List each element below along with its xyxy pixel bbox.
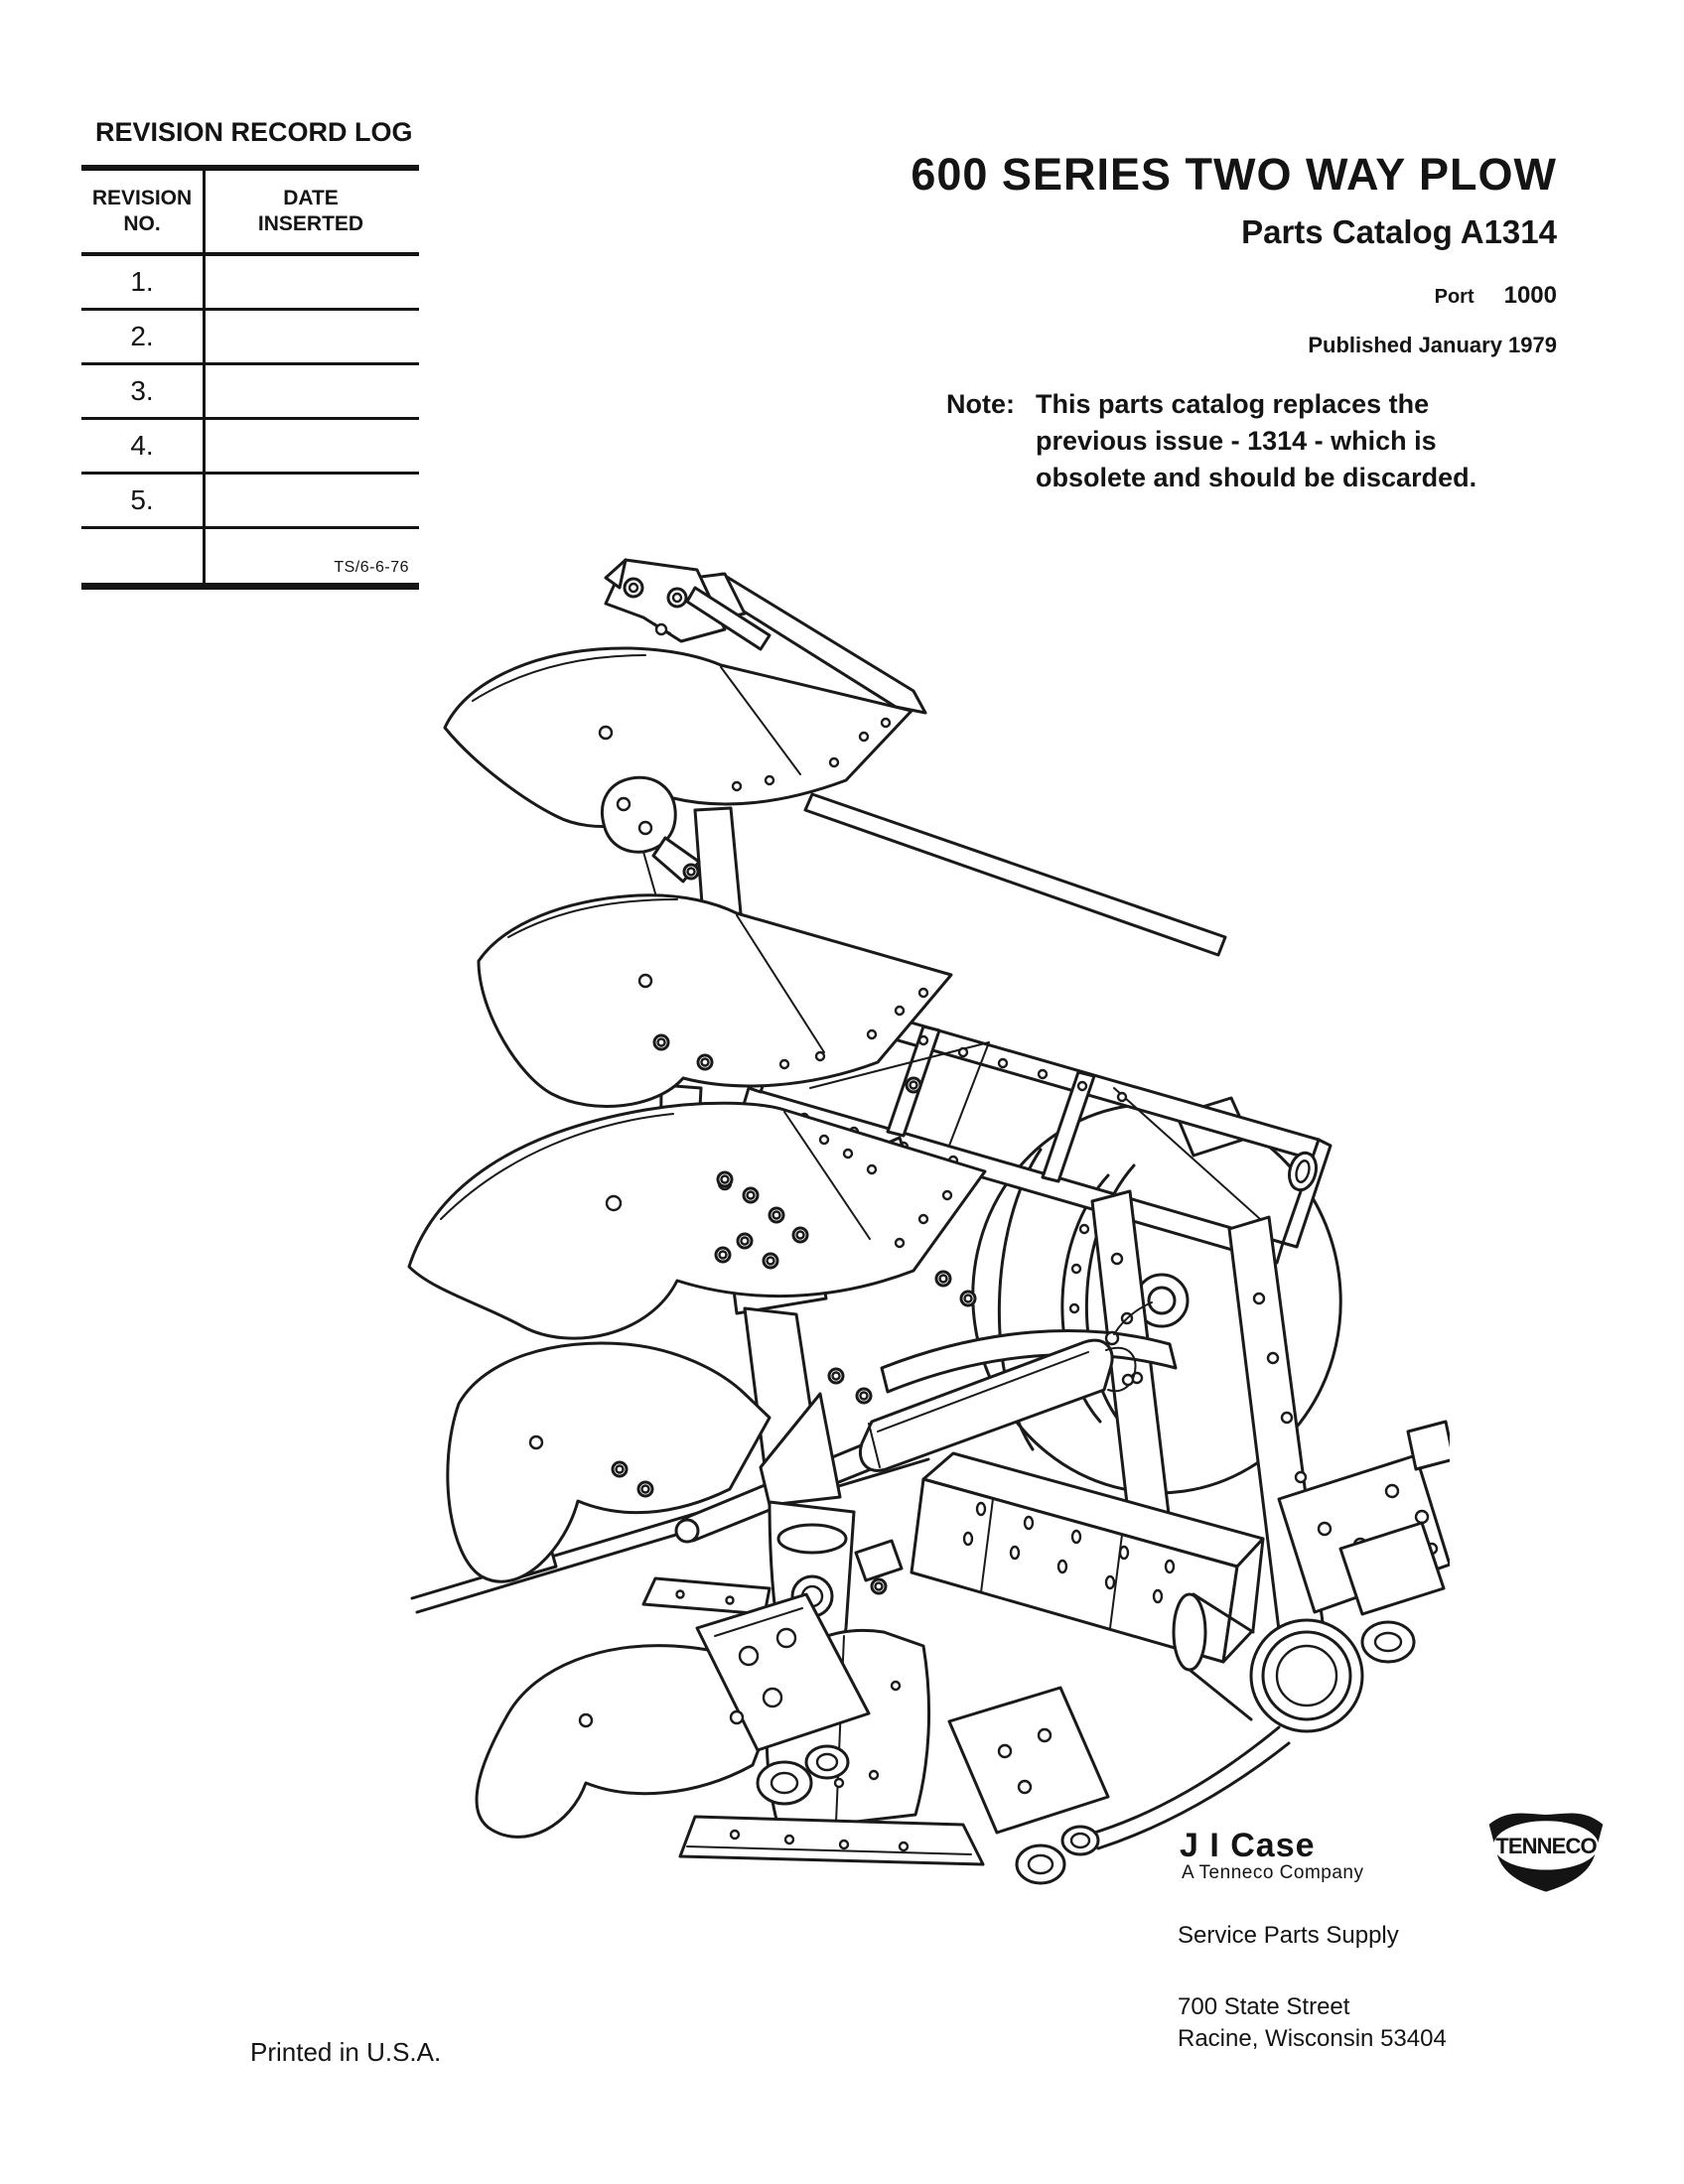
revision-number: 4. — [130, 430, 154, 461]
page-title: 600 SERIES TWO WAY PLOW — [911, 149, 1557, 200]
table-row: TS/6-6-76 — [81, 529, 419, 583]
empty-cell — [81, 529, 203, 583]
revision-log-title: REVISION RECORD LOG — [95, 117, 413, 147]
table-row: 3. — [81, 365, 419, 420]
table-row: 1. — [81, 256, 419, 311]
revision-number: 5. — [130, 484, 154, 515]
note-label: Note: — [946, 389, 1015, 419]
revision-number: 3. — [130, 375, 154, 406]
date-inserted-header: DATE INSERTED — [257, 187, 364, 235]
revision-number: 1. — [130, 266, 154, 297]
table-row: 4. — [81, 420, 419, 475]
tenneco-logo: TENNECO — [1488, 1813, 1604, 1892]
address-city: Racine, Wisconsin 53404 — [1178, 2025, 1447, 2052]
printed-in-usa: Printed in U.S.A. — [250, 2037, 442, 2067]
table-header-row: REVISION NO. DATE INSERTED — [81, 171, 419, 256]
table-row: 2. — [81, 311, 419, 365]
table-column-divider — [203, 171, 206, 583]
date-cell-empty — [203, 475, 419, 526]
table-row: 5. — [81, 475, 419, 529]
title-block: 600 SERIES TWO WAY PLOW Parts Catalog A1… — [862, 149, 1557, 496]
company-name: J I Case — [1180, 1827, 1316, 1864]
date-cell-empty — [203, 311, 419, 362]
port-value: 1000 — [1503, 282, 1557, 309]
revision-no-header: REVISION NO. — [91, 187, 193, 235]
port-line: Port 1000 — [862, 282, 1557, 310]
published-date: Published January 1979 — [1308, 333, 1557, 357]
date-cell-empty — [203, 365, 419, 417]
plow-illustration — [407, 558, 1450, 1885]
company-tagline: A Tenneco Company — [1182, 1862, 1364, 1883]
replacement-note: Note: This parts catalog replaces the pr… — [946, 386, 1557, 496]
date-cell-empty — [203, 420, 419, 472]
note-line: previous issue - 1314 - which is — [1036, 426, 1437, 456]
port-label: Port — [1434, 286, 1474, 308]
address-street: 700 State Street — [1178, 1993, 1350, 2020]
catalog-subtitle: Parts Catalog A1314 — [1241, 213, 1557, 250]
department-name: Service Parts Supply — [1178, 1922, 1399, 1949]
note-line: This parts catalog replaces the — [1036, 389, 1430, 419]
form-code: TS/6-6-76 — [334, 559, 409, 576]
note-line: obsolete and should be discarded. — [1036, 463, 1477, 492]
revision-number: 2. — [130, 321, 154, 351]
tenneco-logo-text: TENNECO — [1495, 1834, 1597, 1858]
revision-record-table: REVISION NO. DATE INSERTED 1. 2. 3. 4. 5… — [81, 165, 419, 590]
date-cell-empty — [203, 256, 419, 308]
